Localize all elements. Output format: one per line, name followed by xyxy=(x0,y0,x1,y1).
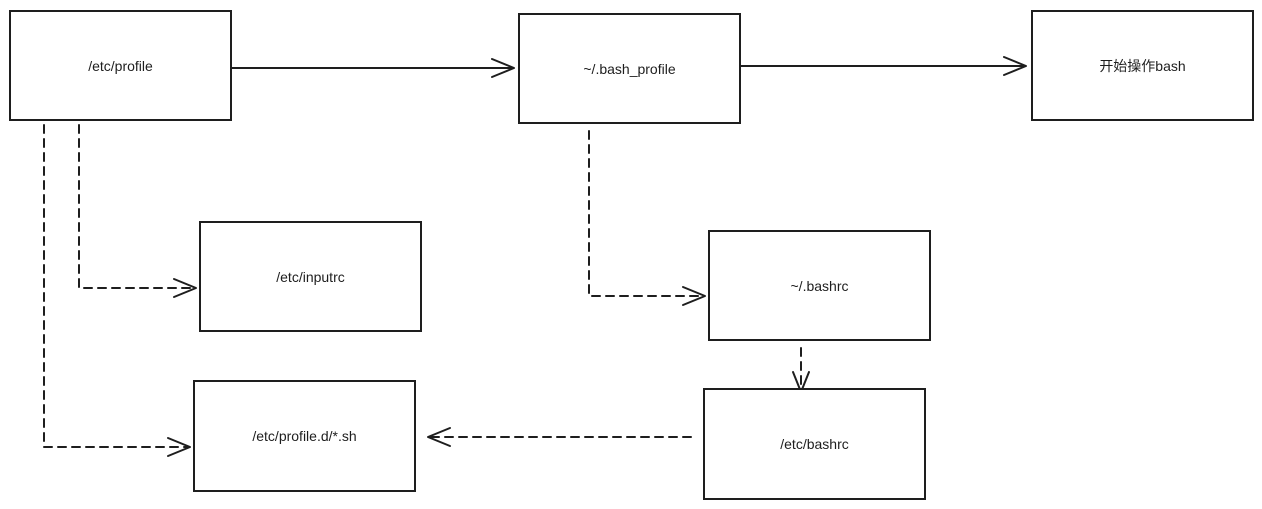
node-label-start-bash: 开始操作bash xyxy=(1099,57,1186,74)
node-label-etc-inputrc: /etc/inputrc xyxy=(276,268,345,285)
node-label-home-bashrc: ~/.bashrc xyxy=(790,277,849,294)
node-etc-profile-d: /etc/profile.d/*.sh xyxy=(193,380,416,492)
node-etc-bashrc: /etc/bashrc xyxy=(703,388,926,500)
edge-bash-profile-to-bashrc xyxy=(588,130,706,306)
edge-profile-to-profile-d xyxy=(43,124,191,457)
node-etc-profile: /etc/profile xyxy=(9,10,232,121)
edge-bashrc-to-etc-bashrc xyxy=(792,347,810,393)
node-label-bash-profile: ~/.bash_profile xyxy=(583,60,676,77)
edge-bash-profile-to-start-bash xyxy=(740,56,1027,76)
node-bash-profile: ~/.bash_profile xyxy=(518,13,741,124)
edge-profile-to-inputrc xyxy=(78,124,197,298)
node-label-etc-profile-d: /etc/profile.d/*.sh xyxy=(252,428,357,444)
node-label-etc-profile: /etc/profile xyxy=(88,57,153,74)
node-home-bashrc: ~/.bashrc xyxy=(708,230,931,341)
edge-etc-bashrc-to-profile-d xyxy=(427,427,692,447)
node-label-etc-bashrc: /etc/bashrc xyxy=(780,436,849,452)
edge-profile-to-bash-profile xyxy=(231,58,515,78)
node-etc-inputrc: /etc/inputrc xyxy=(199,221,422,332)
node-start-bash: 开始操作bash xyxy=(1031,10,1254,121)
